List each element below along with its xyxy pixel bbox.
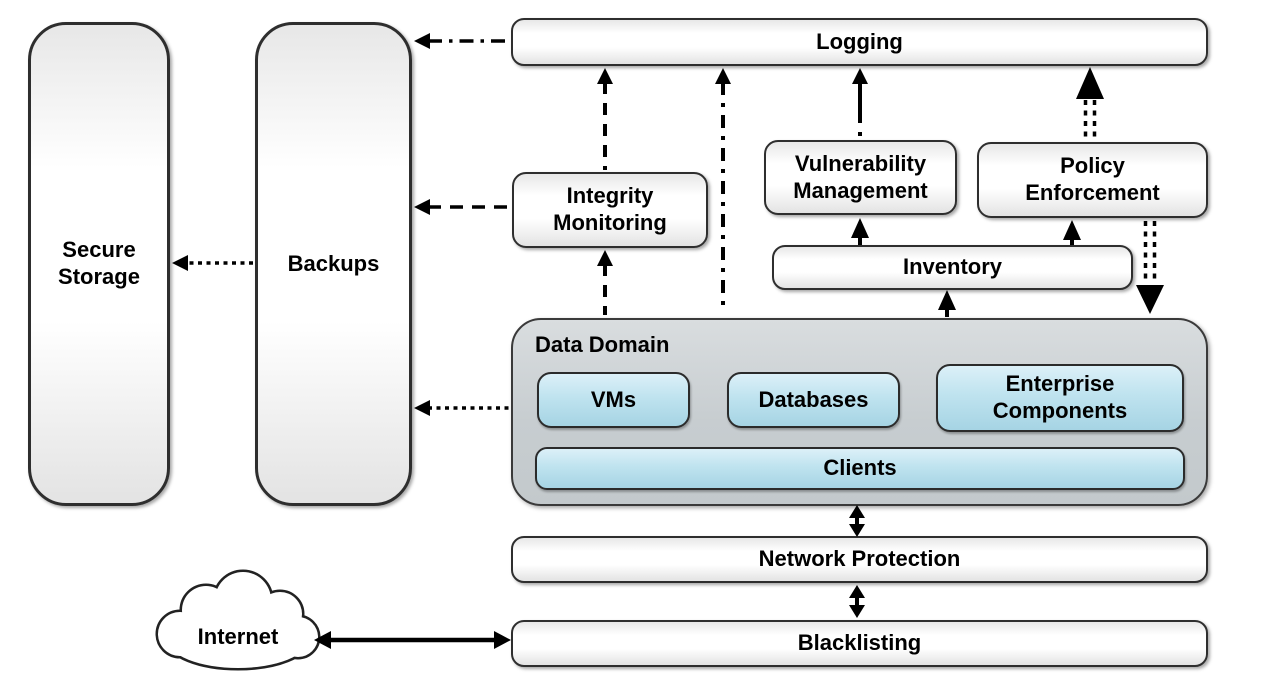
edge-integrity-monitoring-to-logging	[597, 68, 613, 170]
node-integrity-monitoring: Integrity Monitoring	[512, 172, 708, 248]
node-vms-label: VMs	[590, 386, 637, 412]
edge-network-protection-blacklisting	[849, 585, 865, 618]
edge-internet-blacklisting	[314, 631, 511, 649]
edge-inventory-to-vulnerability-management	[851, 218, 869, 245]
node-enterprise-components: Enterprise Components	[936, 364, 1184, 432]
node-databases-label: Databases	[758, 386, 869, 412]
node-vms: VMs	[537, 372, 690, 428]
node-policy-enforcement-label: Policy Enforcement	[1025, 153, 1160, 205]
node-logging-label: Logging	[816, 28, 903, 54]
edge-data-domain-to-backups	[414, 400, 510, 416]
node-backups: Backups	[255, 22, 412, 506]
edge-backups-to-secure-storage	[172, 255, 253, 271]
node-network-protection: Network Protection	[511, 536, 1208, 583]
node-blacklisting-label: Blacklisting	[797, 630, 922, 656]
node-databases: Databases	[727, 372, 900, 428]
node-inventory-label: Inventory	[902, 254, 1003, 280]
node-secure-storage-label: Secure Storage	[58, 237, 140, 289]
node-vulnerability-management: Vulnerability Management	[764, 140, 957, 215]
edge-policy-enforcement-to-logging	[1076, 67, 1104, 140]
internet-cloud-shape	[155, 569, 321, 671]
node-internet-label: Internet	[197, 624, 279, 649]
edge-vulnerability-management-to-logging	[852, 68, 868, 136]
node-clients-label: Clients	[823, 455, 897, 481]
node-blacklisting: Blacklisting	[511, 620, 1208, 667]
node-inventory: Inventory	[772, 245, 1133, 290]
node-enterprise-components-label: Enterprise Components	[992, 371, 1128, 423]
node-policy-enforcement: Policy Enforcement	[977, 142, 1208, 218]
edge-inventory-to-policy-enforcement	[1063, 220, 1081, 245]
node-data-domain-label: Data Domain	[535, 332, 670, 357]
node-logging: Logging	[511, 18, 1208, 66]
node-integrity-monitoring-label: Integrity Monitoring	[553, 183, 667, 235]
edge-data-domain-network-protection	[849, 505, 865, 537]
node-clients: Clients	[535, 447, 1185, 490]
edge-integrity-monitoring-to-backups	[414, 199, 510, 215]
node-secure-storage: Secure Storage	[28, 22, 170, 506]
edge-data-domain-to-logging	[715, 68, 731, 308]
edge-data-domain-to-inventory	[938, 290, 956, 317]
node-backups-label: Backups	[287, 250, 380, 276]
node-vulnerability-management-label: Vulnerability Management	[793, 150, 928, 203]
node-network-protection-label: Network Protection	[758, 546, 961, 572]
edge-logging-to-backups	[414, 33, 510, 49]
edge-policy-enforcement-to-data-domain	[1136, 221, 1164, 314]
edge-data-domain-to-integrity-monitoring	[597, 250, 613, 315]
